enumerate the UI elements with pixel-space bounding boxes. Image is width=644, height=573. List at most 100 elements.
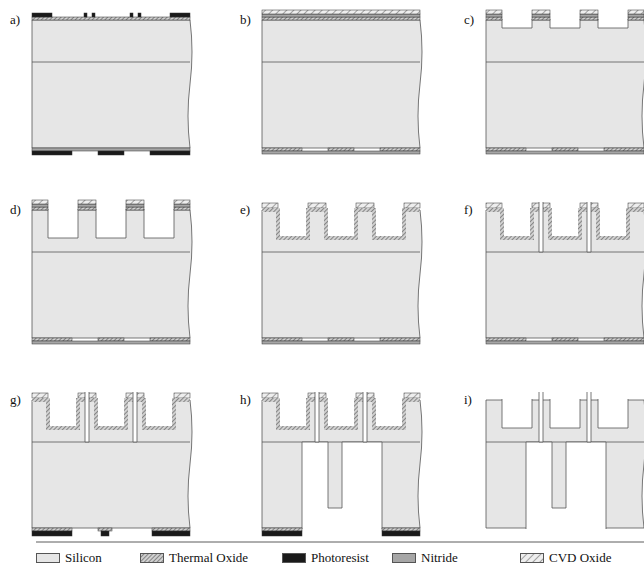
cvd-oxide — [174, 200, 190, 204]
thermal-oxide — [262, 338, 302, 341]
release-slit — [363, 392, 367, 442]
thermal-oxide — [380, 338, 420, 341]
legend-swatch — [36, 553, 60, 563]
thermal-oxide — [32, 528, 72, 531]
hatch-sample — [141, 553, 164, 562]
etched-well — [374, 399, 404, 428]
legend-text: Photoresist — [311, 550, 369, 565]
photoresist — [98, 151, 124, 155]
legend-swatch — [392, 553, 416, 563]
thermal-oxide — [532, 17, 550, 20]
cvd-oxide — [628, 10, 644, 14]
release-slit — [587, 392, 591, 442]
etched-well — [598, 209, 628, 238]
thermal-oxide — [580, 17, 598, 20]
thermal-oxide — [262, 17, 420, 20]
legend-swatch — [520, 553, 544, 563]
cvd-oxide — [308, 203, 326, 208]
nitride — [532, 14, 550, 17]
nitride — [262, 151, 420, 154]
nitride — [32, 148, 190, 151]
etched-well — [374, 209, 404, 238]
release-slit — [539, 202, 543, 252]
nitride — [126, 204, 144, 207]
etched-well — [502, 399, 532, 428]
photoresist — [92, 13, 95, 17]
nitride — [32, 204, 48, 207]
silicon-wafer — [262, 400, 422, 528]
etched-well — [96, 399, 126, 428]
nitride — [628, 14, 644, 17]
photoresist — [138, 13, 141, 17]
process-step — [32, 13, 192, 155]
panel-letter: b) — [240, 12, 251, 27]
etched-well — [144, 399, 174, 428]
legend-swatch — [140, 553, 164, 563]
etched-well — [502, 209, 532, 238]
nitride — [486, 341, 644, 344]
bond-interface — [486, 62, 644, 63]
legend-text: Nitride — [421, 550, 458, 565]
thermal-oxide — [604, 338, 644, 341]
thermal-oxide — [32, 338, 72, 341]
photoresist — [262, 531, 302, 536]
bond-interface — [32, 62, 190, 63]
legend-item: CVD Oxide — [520, 550, 611, 565]
thermal-oxide — [486, 148, 526, 151]
thermal-oxide — [328, 338, 354, 341]
cvd-oxide — [404, 393, 420, 398]
nitride — [486, 14, 502, 17]
silicon-wafer — [32, 210, 192, 338]
thermal-oxide — [628, 17, 644, 20]
nitride — [78, 204, 96, 207]
legend-text: Silicon — [65, 550, 102, 565]
thermal-oxide — [262, 528, 302, 531]
nitride — [262, 14, 420, 17]
panel-letter: g) — [10, 392, 21, 407]
silicon-wafer — [486, 400, 644, 528]
thermal-oxide — [382, 528, 420, 531]
process-step — [486, 202, 644, 344]
etched-well — [502, 19, 532, 28]
legend-item: Thermal Oxide — [140, 550, 248, 565]
photoresist — [32, 531, 72, 536]
panel-letter: i) — [464, 392, 472, 407]
etched-well — [278, 399, 308, 428]
etched-well — [598, 399, 628, 428]
cvd-oxide — [628, 203, 644, 208]
release-slit — [85, 392, 89, 442]
thermal-oxide — [552, 338, 578, 341]
cvd-oxide — [32, 200, 48, 204]
cvd-oxide — [174, 393, 190, 398]
thermal-oxide — [552, 148, 578, 151]
photoresist — [84, 13, 87, 17]
thermal-oxide — [32, 17, 190, 20]
etched-well — [144, 209, 174, 238]
bond-interface — [262, 252, 420, 253]
legend-text: Thermal Oxide — [169, 550, 248, 565]
release-slit — [539, 392, 543, 442]
release-slit — [587, 202, 591, 252]
release-slit — [315, 392, 319, 442]
silicon-wafer — [262, 20, 422, 148]
process-step — [486, 10, 644, 154]
cvd-oxide — [262, 393, 278, 398]
nitride — [32, 341, 190, 344]
thermal-oxide — [486, 338, 526, 341]
panel-letter: a) — [10, 12, 20, 27]
etched-well — [96, 209, 126, 238]
legend-text: CVD Oxide — [549, 550, 611, 565]
thermal-oxide — [486, 17, 502, 20]
cvd-oxide — [262, 10, 420, 14]
backside-cavity — [302, 442, 382, 529]
process-step — [262, 10, 422, 154]
thermal-oxide — [150, 338, 190, 341]
silicon-wafer — [486, 20, 644, 148]
legend-item: Silicon — [36, 550, 102, 565]
thermal-oxide — [32, 207, 48, 210]
cvd-oxide — [486, 203, 502, 208]
process-step — [32, 392, 192, 536]
thermal-oxide — [328, 148, 354, 151]
photoresist — [150, 151, 190, 155]
